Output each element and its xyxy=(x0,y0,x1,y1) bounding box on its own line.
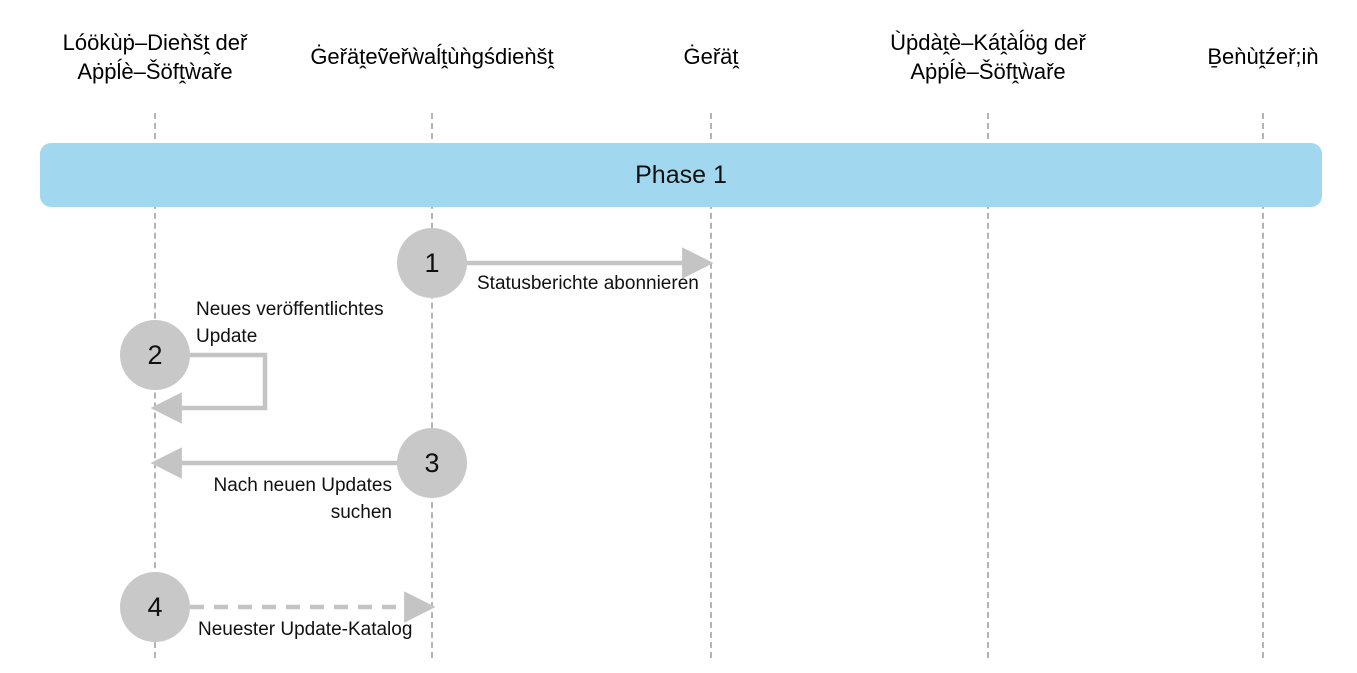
message-label-2: Neues veröffentlichtes Update xyxy=(196,299,384,347)
participant-header-update-katalog: Ùṗdàṱè–Káṱàĺög deř Aṗṗĺè–Šöfṱẁaře xyxy=(890,30,1086,84)
lifeline-benutzer-in xyxy=(1262,113,1264,658)
step-circle-3[interactable]: 3 xyxy=(397,428,467,498)
message-arrow-2 xyxy=(150,352,268,424)
participant-header-lookup-dienst: Lóökùṗ–Dieǹšṱ deř Aṗṗĺè–Šöfṱẁaře xyxy=(62,30,248,84)
message-label-1: Statusberichte abonnieren xyxy=(477,273,699,294)
participant-header-geraet: Ġeřäṱ xyxy=(683,44,739,69)
step-circle-1[interactable]: 1 xyxy=(397,228,467,298)
message-label-4: Neuester Update-Katalog xyxy=(198,619,413,640)
step-circle-4[interactable]: 4 xyxy=(120,572,190,642)
step-circle-2[interactable]: 2 xyxy=(120,320,190,390)
lifeline-geraeteverwaltungsdienst xyxy=(431,113,433,658)
participant-header-geraeteverwaltungsdienst: Ġeřäṱeṽeřẁaĺṱùǹgśdieǹšṱ xyxy=(310,44,554,69)
participant-header-benutzer-in: Ḇeǹùṱźeř;iǹ xyxy=(1207,44,1319,69)
message-label-3: Nach neuen Updates suchen xyxy=(213,475,392,523)
lifeline-update-katalog xyxy=(987,113,989,658)
lifeline-geraet xyxy=(710,113,712,658)
phase-banner: Phase 1 xyxy=(40,143,1322,207)
